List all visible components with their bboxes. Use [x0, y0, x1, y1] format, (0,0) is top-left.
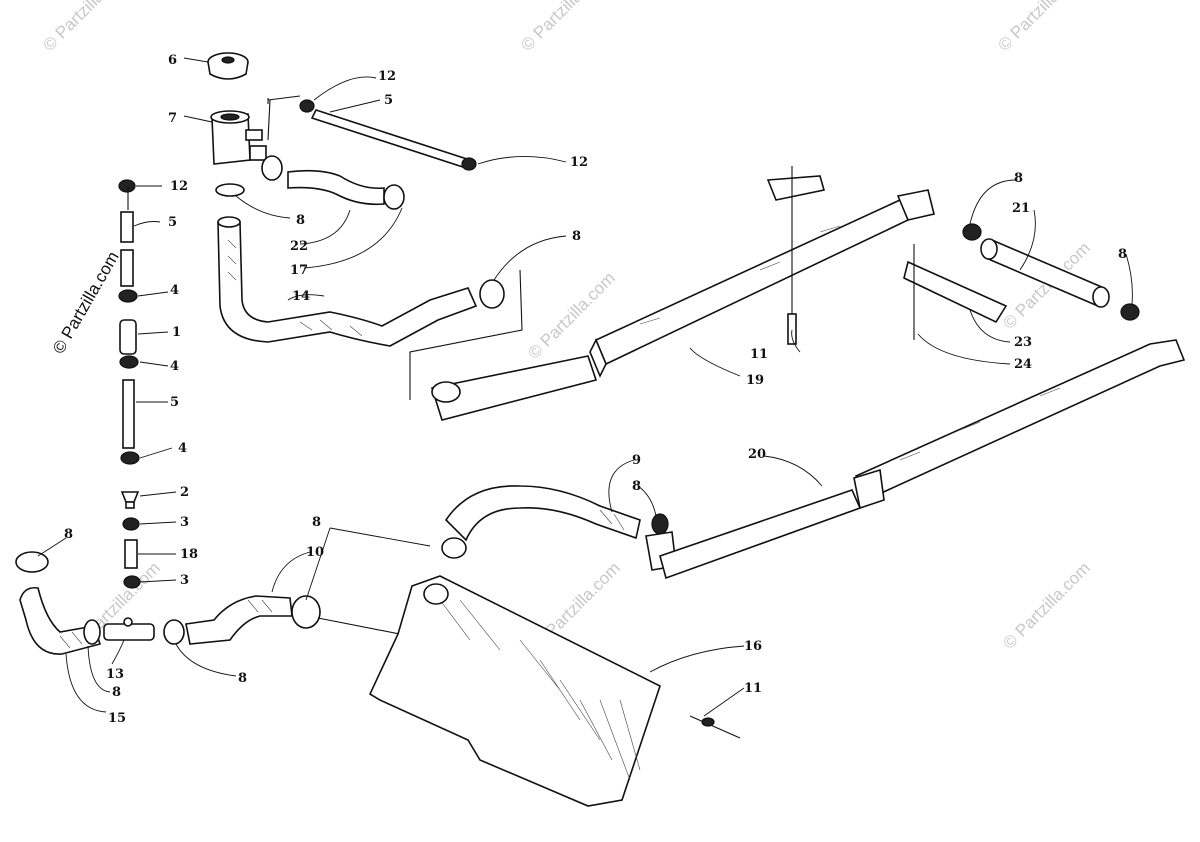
hose-short	[215, 155, 405, 210]
callout-12: 12	[570, 155, 588, 170]
hose-upper-long	[217, 216, 505, 347]
hose-lower-curved	[163, 595, 321, 645]
watermark: © Partzilla	[994, 0, 1063, 55]
callout-11: 11	[744, 681, 762, 696]
hose-outline-frame	[267, 98, 523, 400]
callout-13: 13	[106, 667, 124, 682]
callout-6: 6	[168, 53, 177, 68]
callout-8: 8	[1118, 247, 1127, 262]
callout-21: 21	[1012, 201, 1030, 216]
leader-frame	[317, 617, 411, 637]
hose-clamp-small	[299, 99, 477, 171]
callout-11: 11	[750, 347, 768, 362]
callout-8: 8	[1014, 171, 1023, 186]
callout-8: 8	[632, 479, 641, 494]
watermark: © Partzilla	[517, 0, 586, 55]
callout-20: 20	[748, 447, 766, 462]
callout-3: 3	[180, 573, 189, 588]
hose-center	[441, 485, 677, 571]
callout-12: 12	[170, 179, 188, 194]
callout-24: 24	[1014, 357, 1032, 372]
callout-23: 23	[1014, 335, 1032, 350]
watermark: © Partzilla	[39, 0, 108, 55]
radiator-rail-upper	[430, 189, 935, 421]
hose-lower-left	[15, 551, 102, 655]
rivet	[689, 715, 741, 739]
callout-3: 3	[180, 515, 189, 530]
callout-8: 8	[312, 515, 321, 530]
callout-22: 22	[290, 239, 308, 254]
tee-fitting	[103, 617, 155, 641]
callout-8: 8	[112, 685, 121, 700]
callout-labels: 6 7 12 5 12 12 5 4 1 4 5 4 2 3 18 3 8 22…	[64, 53, 1127, 726]
callout-5: 5	[168, 215, 177, 230]
filler-neck	[210, 110, 267, 165]
radiator-rail-lower	[659, 339, 1186, 580]
callout-7: 7	[168, 111, 177, 126]
callout-14: 14	[292, 289, 310, 304]
hose-right	[962, 223, 1140, 321]
callout-8: 8	[296, 213, 305, 228]
watermark: © Partzilla.com	[999, 558, 1093, 652]
vertical-hose-assembly	[118, 179, 141, 589]
callout-4: 4	[178, 441, 187, 456]
overflow-tube	[267, 95, 472, 169]
callout-17: 17	[290, 263, 308, 278]
callout-2: 2	[180, 485, 189, 500]
callout-8: 8	[238, 671, 247, 686]
callout-4: 4	[170, 283, 179, 298]
callout-8: 8	[572, 229, 581, 244]
callout-19: 19	[746, 373, 764, 388]
leader-lines	[37, 57, 1133, 717]
callout-5: 5	[170, 395, 179, 410]
callout-5: 5	[384, 93, 393, 108]
callout-8: 8	[64, 527, 73, 542]
heat-exchanger-panel	[368, 575, 661, 807]
callout-18: 18	[180, 547, 198, 562]
callout-10: 10	[306, 545, 324, 560]
callout-4: 4	[170, 359, 179, 374]
callout-15: 15	[108, 711, 126, 726]
grommet	[766, 166, 826, 345]
radiator-cap	[207, 52, 249, 80]
callout-1: 1	[172, 325, 181, 340]
callout-12: 12	[378, 69, 396, 84]
mounting-bracket	[903, 244, 1008, 340]
watermark-left: © Partzilla.com	[49, 248, 123, 357]
callout-9: 9	[632, 453, 641, 468]
callout-16: 16	[744, 639, 762, 654]
